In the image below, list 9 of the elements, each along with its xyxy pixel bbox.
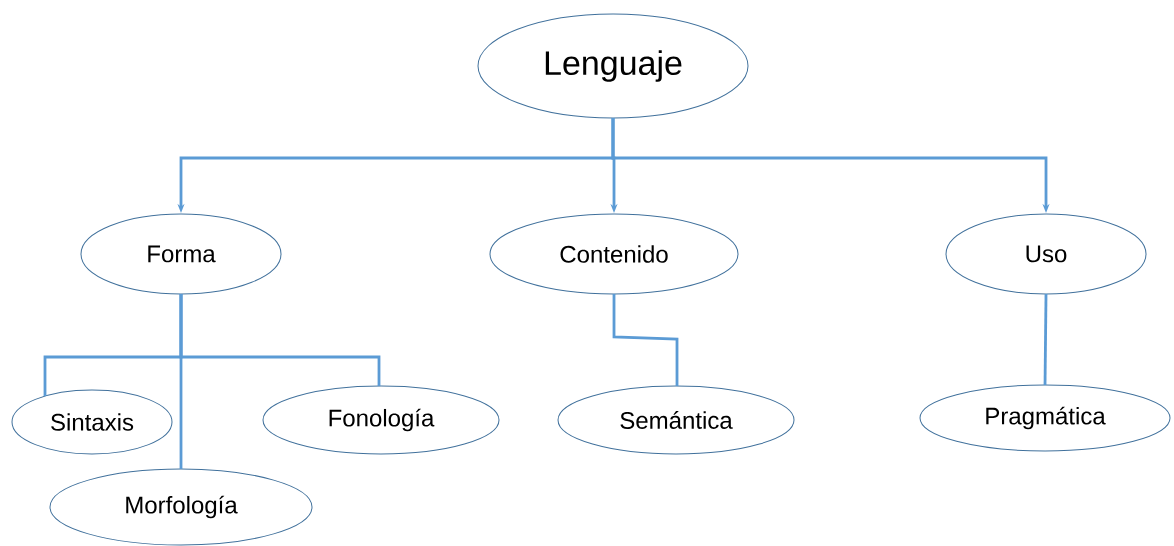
ellipse-node: Morfología <box>49 468 313 546</box>
ellipse-node: Contenido <box>489 213 739 295</box>
ellipse-node: Lenguaje <box>477 13 749 119</box>
ellipse-node: Fonología <box>262 385 500 455</box>
ellipse-node: Forma <box>80 213 282 295</box>
ellipse-node: Semántica <box>557 385 795 455</box>
ellipse-node: Pragmática <box>919 384 1171 452</box>
ellipse-node: Sintaxis <box>11 389 173 455</box>
ellipse-node: Uso <box>945 213 1147 295</box>
